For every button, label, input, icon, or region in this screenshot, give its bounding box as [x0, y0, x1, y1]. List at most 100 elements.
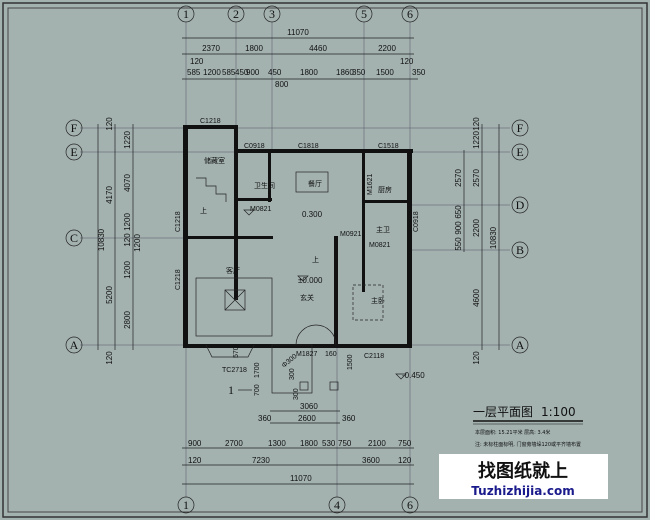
label: C2118 — [364, 353, 384, 360]
porch-dimensions: 570 1700 700 300 300 Φ300 1500 160 3060 … — [228, 346, 356, 424]
furniture — [195, 171, 407, 394]
label: 900 — [246, 68, 260, 77]
axis-label: E — [70, 145, 77, 159]
room-master-bedroom: 主卧 — [371, 296, 385, 305]
label: 360 — [342, 414, 356, 423]
label: M1827 — [296, 351, 318, 358]
label: 570 — [233, 346, 240, 358]
label: C0918 — [413, 211, 420, 232]
axis-label: A — [70, 338, 79, 352]
label: C1218 — [175, 269, 182, 290]
inner-frame — [7, 7, 643, 513]
label: C0918 — [244, 143, 265, 150]
label: C1818 — [298, 143, 319, 150]
right-dimensions: 2570 650 900 550 1220 2570 2200 4600 120… — [454, 117, 500, 365]
label: 160 — [325, 351, 337, 358]
label: 120 — [105, 351, 114, 365]
label: 120 — [188, 456, 202, 465]
label: C1518 — [378, 143, 399, 150]
drawing-title: 一层平面图 — [473, 405, 533, 419]
label: 750 — [398, 439, 412, 448]
section-mark: 1 — [228, 383, 234, 397]
label: 530 — [322, 439, 336, 448]
label: 1800 — [300, 439, 318, 448]
label: C1218 — [175, 211, 182, 232]
label: 120 — [472, 117, 481, 131]
label: 2200 — [472, 219, 481, 237]
bottom-dimensions: 900 2700 1300 1800 530 750 2100 750 120 … — [182, 439, 414, 485]
axis-label: 1 — [183, 498, 189, 512]
label: 2570 — [472, 169, 481, 187]
axis-label: 6 — [407, 7, 413, 21]
label: 2200 — [378, 44, 396, 53]
label: 1220 — [472, 131, 481, 149]
elevation-marks: 0.300 ±0.000 -0.450 — [298, 210, 425, 380]
axis-label: 1 — [183, 7, 189, 21]
axis-label: F — [517, 121, 524, 135]
stair-up: 上 — [200, 206, 207, 215]
step-up: 上 — [312, 255, 319, 264]
label: 1200 — [123, 213, 132, 231]
label: 350 — [352, 68, 366, 77]
label: 550 — [454, 237, 463, 251]
label: M0821 — [369, 242, 391, 249]
label: -0.450 — [402, 371, 425, 380]
axis-label: A — [516, 338, 525, 352]
room-living: 客厅 — [226, 266, 240, 275]
label: 700 — [254, 384, 261, 396]
label: 1200 — [203, 68, 221, 77]
label: 7230 — [252, 456, 270, 465]
label: 4600 — [472, 289, 481, 307]
label: 2700 — [225, 439, 243, 448]
label: 120 — [105, 117, 114, 131]
label: 1800 — [245, 44, 263, 53]
top-dimensions: 11070 2370 1800 4460 2200 120 120 585 12… — [182, 28, 426, 89]
label: 360 — [258, 414, 272, 423]
room-bathroom: 卫生间 — [254, 181, 275, 190]
label: 585 — [222, 68, 236, 77]
label: 650 — [454, 205, 463, 219]
label: 120 — [123, 233, 132, 247]
opening-labels: C1218 C0918 C1818 C1518 M1621 M0821 M082… — [175, 118, 420, 374]
room-foyer: 玄关 — [300, 293, 314, 302]
label: C1218 — [200, 118, 221, 125]
label: 3060 — [300, 402, 318, 411]
room-kitchen: 厨房 — [378, 185, 392, 194]
label: 找图纸就上 — [478, 460, 568, 482]
room-labels: 储藏室 卫生间 餐厅 厨房 主卫 客厅 玄关 主卧 上 上 — [200, 156, 392, 305]
axis-bubbles: 1 2 3 5 6 1 4 6 F E C A F E D B A — [65, 5, 529, 514]
axis-label: 6 — [407, 498, 413, 512]
label: 10830 — [97, 228, 106, 251]
label: 1200 — [133, 234, 142, 252]
axis-label: F — [71, 121, 78, 135]
label: 5200 — [105, 286, 114, 304]
label: 120 — [400, 57, 414, 66]
label: 本层面积: 15.21平米 层高: 3.4米 — [475, 429, 550, 436]
label: 4170 — [105, 186, 114, 204]
label: 450 — [235, 68, 249, 77]
label: 4070 — [123, 174, 132, 192]
label: 350 — [412, 68, 426, 77]
label: M1621 — [367, 173, 374, 195]
label: 900 — [454, 221, 463, 235]
axis-label: D — [516, 198, 525, 212]
label: Tuzhizhijia.com — [471, 484, 574, 498]
room-storage: 储藏室 — [204, 156, 225, 165]
label: 1500 — [376, 68, 394, 77]
label: 4460 — [309, 44, 327, 53]
label: ±0.000 — [298, 276, 323, 285]
watermark: 找图纸就上 Tuzhizhijia.com — [439, 454, 608, 499]
axis-label: C — [70, 231, 78, 245]
label: 1500 — [347, 354, 354, 370]
label: 2800 — [123, 311, 132, 329]
label: 120 — [398, 456, 412, 465]
label: 120 — [190, 57, 204, 66]
label: 800 — [275, 80, 289, 89]
label: 注: 未标柱面标明, 门窗旁墙垛120或平齐墙布置 — [475, 441, 581, 448]
label: 1800 — [300, 68, 318, 77]
label: 1200 — [123, 261, 132, 279]
label: 300 — [289, 368, 296, 380]
label: 2370 — [202, 44, 220, 53]
label: 450 — [268, 68, 282, 77]
